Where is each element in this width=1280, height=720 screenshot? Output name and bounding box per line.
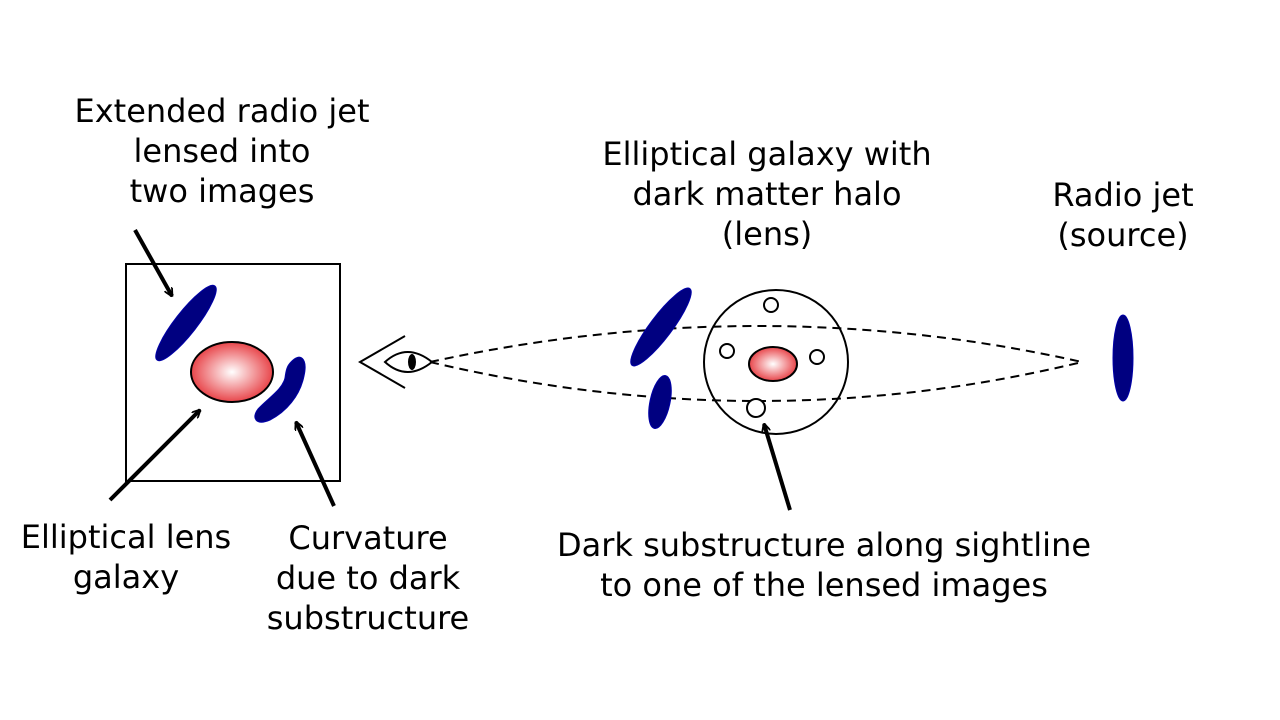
label-elliptical-lens-galaxy: Elliptical lens galaxy [20,518,232,596]
label-curvature-dark-substructure: Curvature due to dark substructure [266,519,470,637]
label-radio-jet-source: Radio jet (source) [1052,176,1194,254]
lensed-jet-image-upper [155,284,217,362]
substructure-clump [719,343,735,359]
arrow-to-upper-jet-image [133,229,174,296]
arrow-to-curvature [294,422,336,507]
lens-galaxy [748,346,798,382]
apparent-jet-image-upper [630,287,692,367]
arrow-to-lens-galaxy [108,410,200,502]
dark-matter-halo [703,289,849,435]
label-lens-galaxy-with-halo: Elliptical galaxy with dark matter halo … [602,135,932,253]
radio-jet-source [1112,314,1134,402]
substructure-clump [809,349,825,365]
light-path-upper [429,325,1083,363]
arrow-to-dark-substructure [764,424,792,511]
label-dark-substructure-sightline: Dark substructure along sightline to one… [556,526,1092,604]
apparent-jet-image-lower [648,375,672,429]
observed-image-frame [125,263,341,482]
label-extended-radio-jet: Extended radio jet lensed into two image… [74,92,370,210]
curved-jet-image-lower [254,356,306,423]
observer-eye-icon [358,335,434,389]
lens-galaxy-image [190,341,274,403]
substructure-clump-on-sightline [746,398,766,418]
substructure-clump [763,297,779,313]
